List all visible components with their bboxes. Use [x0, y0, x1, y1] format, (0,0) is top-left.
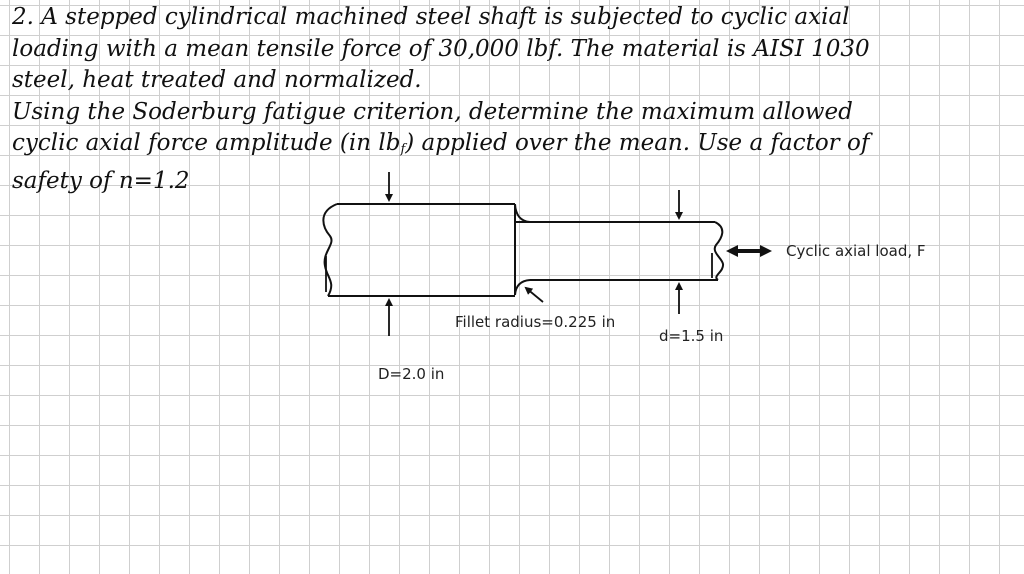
shaft-outline [322, 203, 725, 297]
problem-line-1: 2. A stepped cylindrical machined steel … [12, 4, 850, 30]
right-break-line [713, 221, 725, 281]
dimension-arrows [385, 172, 683, 336]
problem-line-2: loading with a mean tensile force of 30,… [12, 35, 870, 62]
problem-line-5-text: cyclic axial force amplitude (in lb [12, 130, 401, 156]
shaft-hatch [325, 253, 713, 292]
problem-statement: 2. A stepped cylindrical machined steel … [12, 2, 1022, 197]
left-break-line [322, 203, 338, 297]
axial-load-label: Cyclic axial load, F [786, 242, 926, 260]
problem-line-5-tail: ) applied over the mean. Use a factor of [405, 130, 870, 156]
fillet-radius-label: Fillet radius=0.225 in [455, 313, 616, 331]
problem-line-5: cyclic axial force amplitude (in lbf) ap… [12, 128, 1022, 166]
problem-line-3: steel, heat treated and normalized. [12, 67, 422, 93]
fillet-bottom [514, 279, 531, 296]
problem-line-6: safety of n=1.2 [12, 167, 190, 194]
large-diameter-label: D=2.0 in [378, 365, 445, 383]
force-unit-subscript: f [400, 142, 406, 157]
small-diameter-label: d=1.5 in [659, 327, 724, 345]
problem-line-4: Using the Soderburg fatigue criterion, d… [12, 98, 853, 125]
fillet-top [514, 203, 531, 223]
axial-load-arrow [726, 245, 772, 257]
fillet-leader-arrow [524, 286, 544, 303]
